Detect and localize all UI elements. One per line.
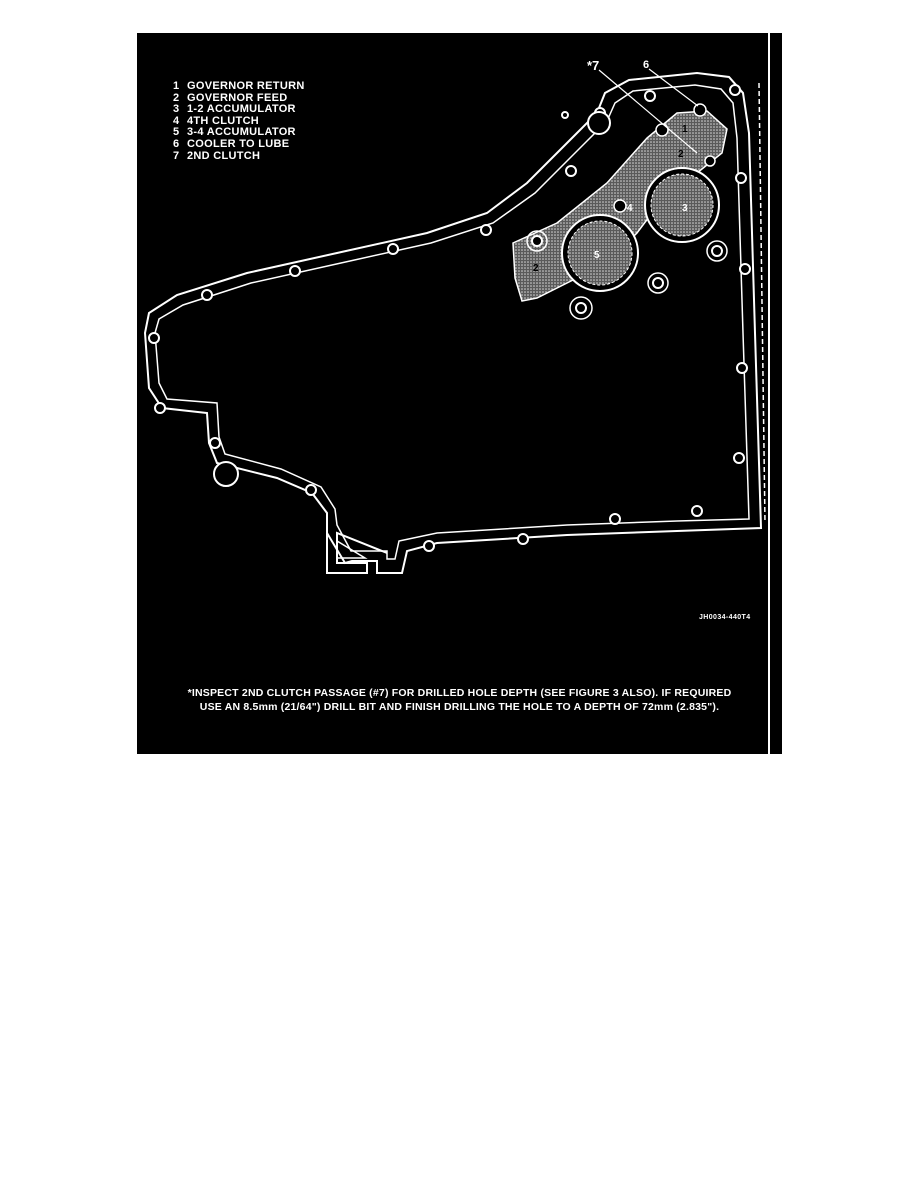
- gasket-diagram: *7 6 3 5 4 1 2 2: [143, 58, 766, 574]
- dowel-hole: [213, 461, 239, 487]
- legend-label: 4TH CLUTCH: [187, 114, 260, 127]
- passage-hole-6: [693, 103, 707, 117]
- accumulator-3-bore-inner: [650, 173, 714, 237]
- legend-number: 4: [173, 114, 180, 127]
- bolt-hole: [201, 289, 213, 301]
- leader-7: [598, 69, 698, 154]
- bolt-hole: [148, 332, 160, 344]
- bolt-hole: [711, 245, 723, 257]
- passage-hole-4: [613, 199, 627, 213]
- bolt-hole: [154, 402, 166, 414]
- legend-label: GOVERNOR RETURN: [187, 80, 305, 92]
- legend-item: 2 GOVERNOR FEED: [173, 91, 305, 105]
- bolt-hole: [691, 505, 703, 517]
- bolt-boss: [647, 272, 669, 294]
- bolt-hole: [644, 90, 656, 102]
- bolt-hole: [652, 277, 664, 289]
- bolt-hole: [480, 224, 492, 236]
- legend-label: 3-4 ACCUMULATOR: [187, 126, 296, 139]
- bolt-hole: [387, 243, 399, 255]
- callout-6: 6: [643, 59, 649, 71]
- bolt-hole: [729, 84, 741, 96]
- callout-2b: 2: [533, 263, 539, 274]
- bolt-holes: [148, 84, 751, 552]
- accumulator-5-bore-inner: [567, 220, 633, 286]
- bolt-hole: [733, 452, 745, 464]
- passage-hole-2: [704, 155, 716, 167]
- legend-item: 1 GOVERNOR RETURN: [173, 80, 305, 93]
- legend-label: GOVERNOR FEED: [187, 91, 288, 104]
- bolt-hole: [736, 362, 748, 374]
- legend-number: 7: [173, 149, 180, 162]
- diagram-figure: *7 6 3 5 4 1 2 2 1 GOVERNOR RETURN 2 GOV…: [137, 33, 782, 754]
- legend-item: 4 4TH CLUTCH: [173, 114, 305, 128]
- legend-number: 3: [173, 103, 180, 116]
- bolt-hole: [739, 263, 751, 275]
- figure-code: JH0034-440T4: [699, 614, 751, 621]
- footnote: *INSPECT 2ND CLUTCH PASSAGE (#7) FOR DRI…: [137, 686, 782, 714]
- bolt-hole: [561, 111, 569, 119]
- legend: 1 GOVERNOR RETURN 2 GOVERNOR FEED 3 1-2 …: [173, 80, 305, 163]
- legend-item: 3 1-2 ACCUMULATOR: [173, 104, 305, 116]
- bolt-hole: [423, 540, 435, 552]
- passage-hole-1: [655, 123, 669, 137]
- triangle-bracket-inner: [336, 539, 368, 559]
- legend-number: 5: [173, 126, 180, 139]
- bolt-boss: [526, 230, 548, 252]
- legend-label: COOLER TO LUBE: [187, 137, 290, 150]
- legend-item: 7 2ND CLUTCH: [173, 149, 305, 163]
- footnote-line-2: USE AN 8.5mm (21/64") DRILL BIT AND FINI…: [199, 701, 720, 713]
- legend-number: 6: [173, 137, 180, 150]
- legend-number: 1: [173, 80, 180, 92]
- dashed-edge: [758, 82, 766, 524]
- callout-1: 1: [682, 124, 688, 135]
- dowel-hole: [587, 111, 611, 135]
- bolt-boss: [706, 240, 728, 262]
- legend-label: 1-2 ACCUMULATOR: [187, 103, 296, 116]
- bolt-hole: [565, 165, 577, 177]
- bolt-hole: [531, 235, 543, 247]
- passage-holes: [613, 103, 716, 213]
- triangle-bracket: [326, 521, 388, 574]
- legend-item: 5 3-4 ACCUMULATOR: [173, 127, 305, 139]
- legend-item: 6 COOLER TO LUBE: [173, 137, 305, 151]
- bolt-boss: [569, 296, 593, 320]
- legend-number: 2: [173, 91, 180, 104]
- bolt-hole: [209, 437, 221, 449]
- bolt-hole: [305, 484, 317, 496]
- callout-4: 4: [627, 203, 633, 214]
- legend-label: 2ND CLUTCH: [187, 149, 261, 162]
- bolt-hole: [517, 533, 529, 545]
- bolt-hole: [289, 265, 301, 277]
- callout-3: 3: [682, 203, 688, 214]
- bolt-hole: [609, 513, 621, 525]
- bolt-hole: [735, 172, 747, 184]
- border-line-right: [768, 33, 770, 754]
- callout-2a: 2: [678, 149, 684, 160]
- leader-6: [648, 68, 699, 107]
- callout-5: 5: [594, 250, 600, 261]
- footnote-line-1: *INSPECT 2ND CLUTCH PASSAGE (#7) FOR DRI…: [187, 687, 732, 699]
- callout-7: *7: [587, 58, 599, 73]
- gasket-inner-outline: [154, 84, 750, 560]
- bolt-hole: [575, 302, 587, 314]
